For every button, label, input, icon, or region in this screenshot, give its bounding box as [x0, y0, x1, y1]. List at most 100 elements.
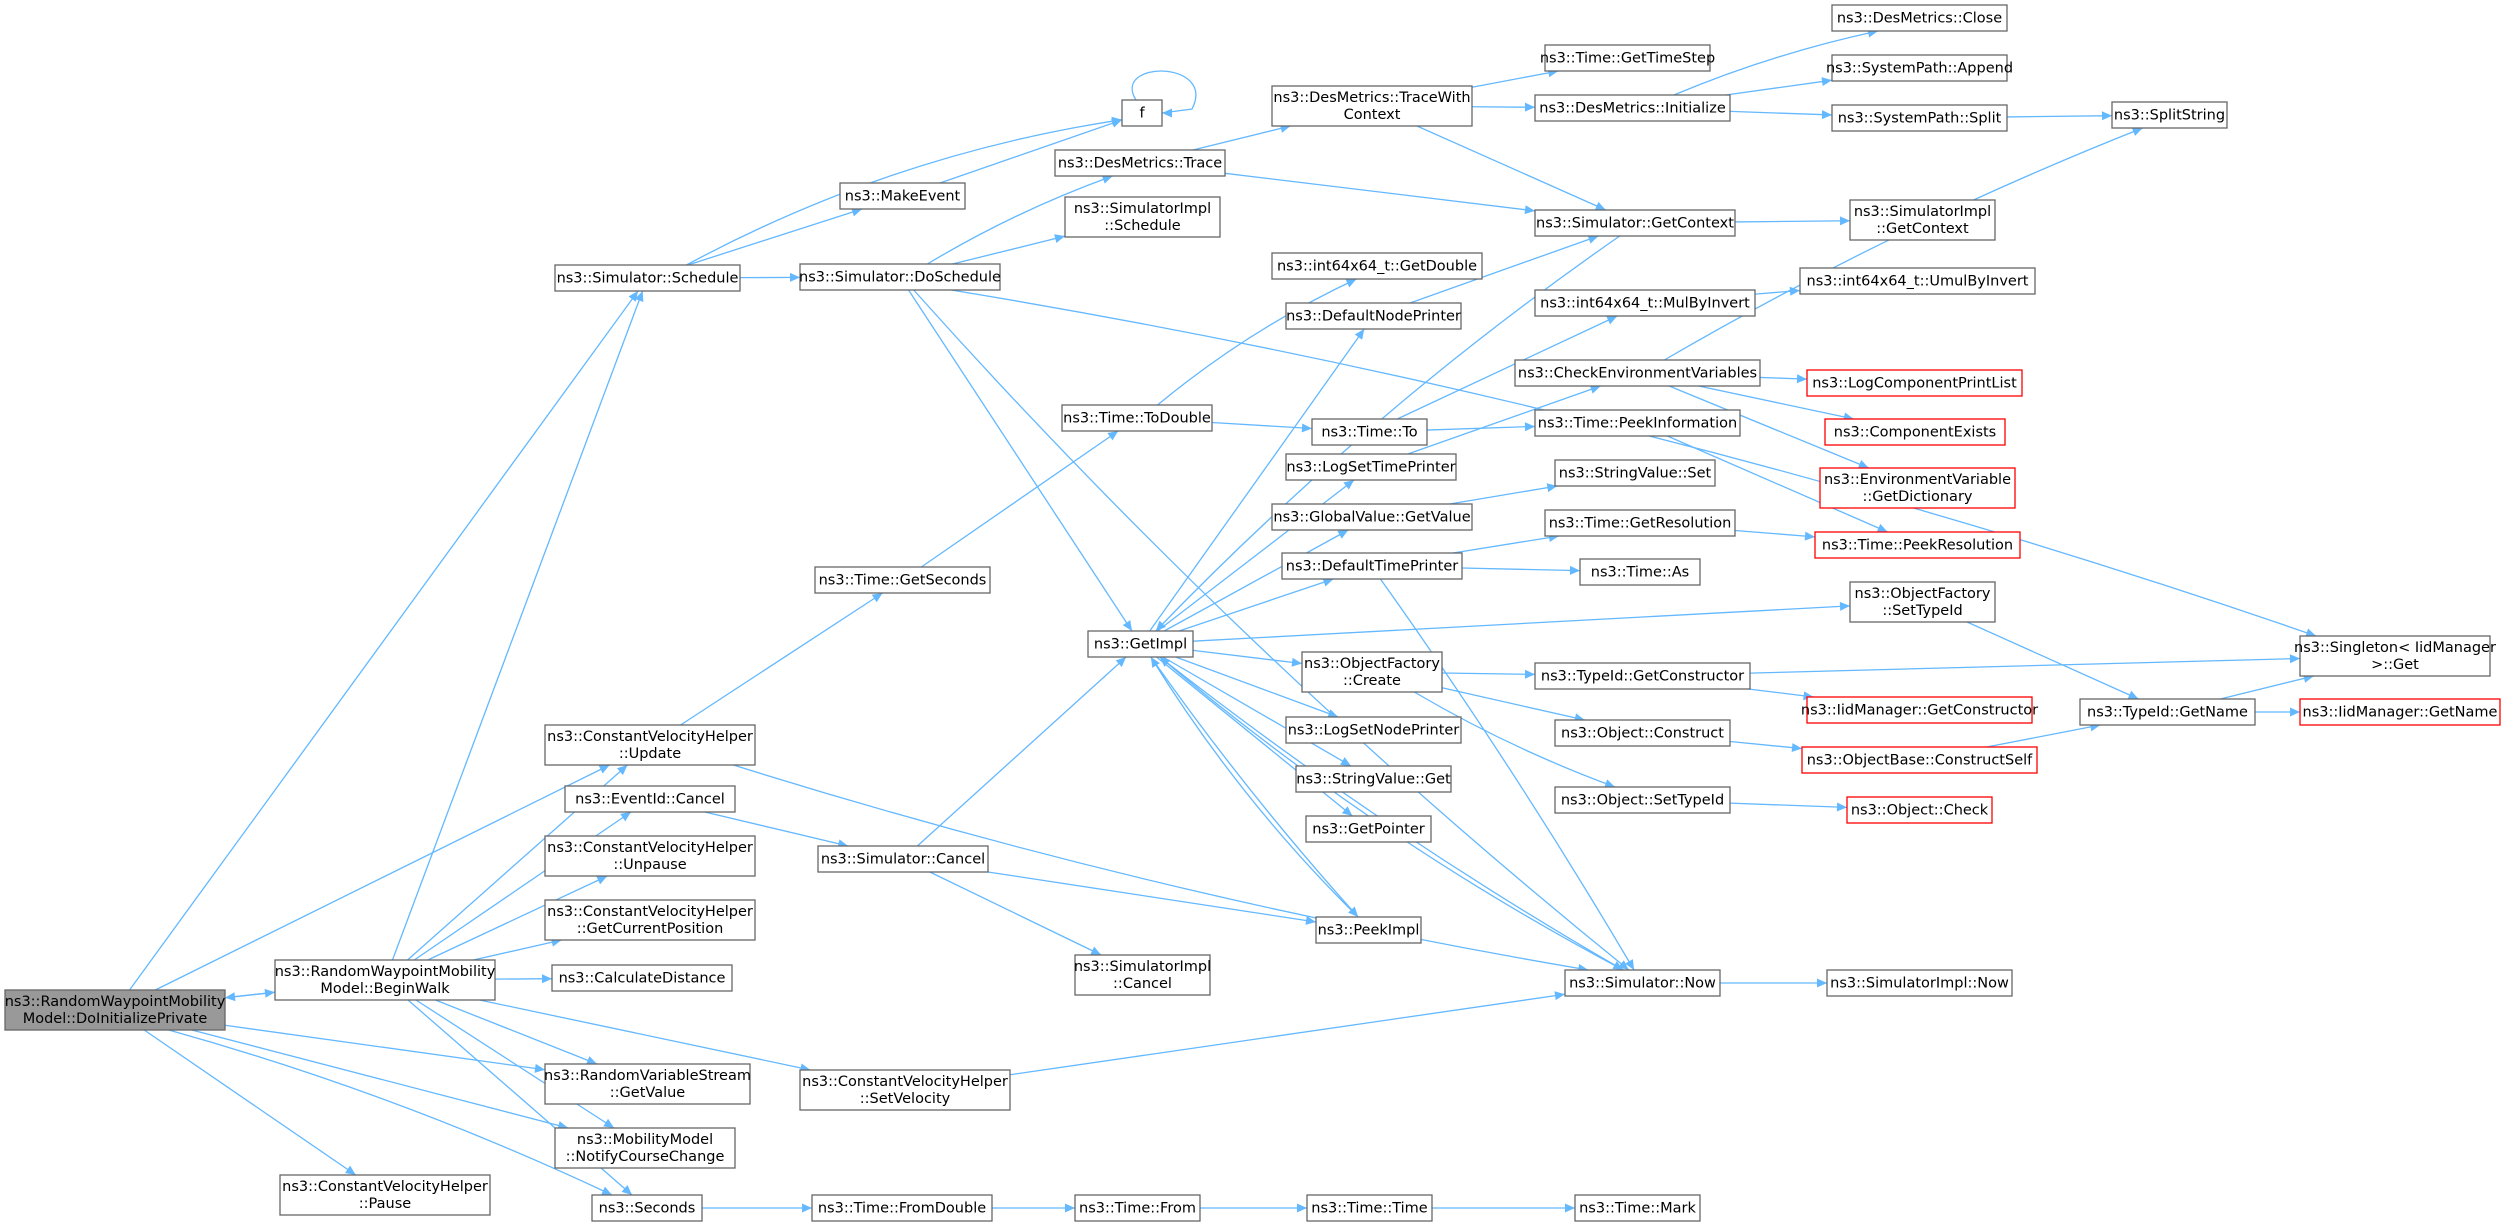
node-iidm-getname[interactable]: ns3::IidManager::GetName: [2299, 698, 2501, 726]
node-getcurpos[interactable]: ns3::ConstantVelocityHelper::GetCurrentP…: [544, 899, 756, 941]
node-logsetnodeprinter[interactable]: ns3::LogSetNodePrinter: [1285, 716, 1462, 744]
node-makeevent[interactable]: ns3::MakeEvent: [839, 182, 966, 210]
node-getimpl[interactable]: ns3::GetImpl: [1087, 630, 1194, 658]
node-sim-getcontext[interactable]: ns3::Simulator::GetContext: [1534, 209, 1736, 237]
node-box: [2299, 635, 2491, 677]
node-i64-getdouble[interactable]: ns3::int64x64_t::GetDouble: [1271, 252, 1483, 280]
node-doschedule[interactable]: ns3::Simulator::DoSchedule: [799, 263, 1001, 291]
edge-sim_cancel-to-si_cancel: [929, 871, 1102, 956]
node-sv-get[interactable]: ns3::StringValue::Get: [1295, 765, 1452, 793]
arrowhead-fromdouble-to-from: [1065, 1203, 1075, 1213]
node-of-settypeid[interactable]: ns3::ObjectFactory::SetTypeId: [1849, 581, 1996, 623]
node-time-to[interactable]: ns3::Time::To: [1311, 418, 1428, 446]
node-time-time[interactable]: ns3::Time::Time: [1306, 1194, 1433, 1222]
node-beginwalk[interactable]: ns3::RandomWaypointMobilityModel::BeginW…: [274, 959, 496, 1001]
node-label: ns3::StringValue::Set: [1559, 466, 1712, 482]
arrowhead-schedule-to-doschedule: [789, 272, 800, 282]
node-obj-settypeid[interactable]: ns3::Object::SetTypeId: [1554, 786, 1731, 814]
node-getpointer[interactable]: ns3::GetPointer: [1305, 815, 1432, 843]
node-peekimpl[interactable]: ns3::PeekImpl: [1315, 916, 1422, 944]
node-tid-getname[interactable]: ns3::TypeId::GetName: [2079, 698, 2256, 726]
node-sp-split[interactable]: ns3::SystemPath::Split: [1831, 104, 2008, 132]
node-box: [554, 1127, 736, 1169]
node-logsettimeprinter[interactable]: ns3::LogSetTimePrinter: [1285, 453, 1457, 481]
node-calcdist[interactable]: ns3::CalculateDistance: [551, 964, 733, 992]
node-envvar-getdict[interactable]: ns3::EnvironmentVariable::GetDictionary: [1819, 467, 2016, 509]
node-deftimeprinter[interactable]: ns3::DefaultTimePrinter: [1281, 552, 1463, 580]
node-label: ::GetDictionary: [1863, 489, 1973, 505]
arrowhead-beginwalk-to-notifycc: [603, 1118, 615, 1128]
node-singleton-get[interactable]: ns3::Singleton< IidManager >::Get: [2294, 635, 2496, 677]
node-compexists[interactable]: ns3::ComponentExists: [1824, 418, 2006, 446]
node-dm-close[interactable]: ns3::DesMetrics::Close: [1831, 4, 2008, 32]
node-box: [1831, 4, 2008, 32]
node-obj-construct[interactable]: ns3::Object::Construct: [1554, 719, 1731, 747]
node-box: [1846, 796, 1993, 824]
node-sv-set[interactable]: ns3::StringValue::Set: [1554, 459, 1716, 487]
node-getseconds[interactable]: ns3::Time::GetSeconds: [814, 566, 991, 594]
node-si-now[interactable]: ns3::SimulatorImpl::Now: [1826, 969, 2013, 997]
node-box: [1534, 94, 1731, 122]
node-label: ns3::ConstantVelocityHelper: [802, 1074, 1008, 1090]
node-si-schedule[interactable]: ns3::SimulatorImpl::Schedule: [1064, 196, 1221, 238]
node-f[interactable]: f: [1121, 99, 1163, 127]
node-rvs-getvalue[interactable]: ns3::RandomVariableStream::GetValue: [544, 1063, 751, 1105]
node-gv-getvalue[interactable]: ns3::GlobalValue::GetValue: [1271, 503, 1473, 531]
arrowhead-doschedule-to-dm_trace: [1101, 175, 1113, 184]
node-peekresolution[interactable]: ns3::Time::PeekResolution: [1814, 531, 2021, 559]
arrowhead-sim_cancel-to-getimpl: [1115, 657, 1127, 668]
node-eventid-cancel[interactable]: ns3::EventId::Cancel: [564, 785, 736, 813]
arrowhead-obj_construct-to-ob_constructself: [1791, 743, 1802, 753]
node-setvelocity[interactable]: ns3::ConstantVelocityHelper::SetVelocity: [799, 1069, 1011, 1111]
node-box: [1315, 916, 1422, 944]
edge-beginwalk-to-notifycc: [415, 999, 615, 1129]
arrowhead-tid_getname-to-iidm_getname: [2290, 707, 2300, 717]
edge-getimpl-to-gv_getvalue: [1163, 529, 1349, 632]
node-label: ::Schedule: [1104, 218, 1180, 234]
node-from[interactable]: ns3::Time::From: [1074, 1194, 1201, 1222]
edge-getimpl-to-peekimpl: [1150, 656, 1359, 918]
node-box: [1849, 199, 1996, 241]
edge-dm_trace-to-sim_getcontext: [1224, 172, 1536, 212]
node-mulbyinvert[interactable]: ns3::int64x64_t::MulByInvert: [1534, 289, 1756, 317]
node-sim-cancel[interactable]: ns3::Simulator::Cancel: [817, 845, 989, 873]
node-box: [1271, 252, 1483, 280]
node-getresolution[interactable]: ns3::Time::GetResolution: [1544, 509, 1736, 537]
node-peekinfo[interactable]: ns3::Time::PeekInformation: [1534, 409, 1741, 437]
node-unpause[interactable]: ns3::ConstantVelocityHelper::Unpause: [544, 835, 756, 877]
node-schedule[interactable]: ns3::Simulator::Schedule: [554, 264, 741, 292]
edge-ob_constructself-to-tid_getname: [1986, 724, 2101, 748]
node-of-create[interactable]: ns3::ObjectFactory::Create: [1301, 651, 1443, 693]
node-pause[interactable]: ns3::ConstantVelocityHelper::Pause: [279, 1174, 491, 1216]
node-iidm-getconstructor[interactable]: ns3::IidManager::GetConstructor: [1801, 696, 2038, 724]
node-si-cancel[interactable]: ns3::SimulatorImpl::Cancel: [1074, 954, 1211, 996]
node-fromdouble[interactable]: ns3::Time::FromDouble: [811, 1194, 993, 1222]
node-sp-append[interactable]: ns3::SystemPath::Append: [1826, 54, 2013, 82]
node-notifycc[interactable]: ns3::MobilityModel::NotifyCourseChange: [554, 1127, 736, 1169]
node-ob-constructself[interactable]: ns3::ObjectBase::ConstructSelf: [1801, 746, 2038, 774]
node-cvh-update[interactable]: ns3::ConstantVelocityHelper::Update: [544, 724, 756, 766]
node-umulbyinvert[interactable]: ns3::int64x64_t::UmulByInvert: [1799, 267, 2036, 295]
node-box: [544, 724, 756, 766]
node-time-as[interactable]: ns3::Time::As: [1579, 558, 1701, 586]
node-seconds[interactable]: ns3::Seconds: [591, 1194, 703, 1222]
node-tid-getconstructor[interactable]: ns3::TypeId::GetConstructor: [1534, 662, 1751, 690]
node-dm-trace[interactable]: ns3::DesMetrics::Trace: [1054, 149, 1226, 177]
node-logcompprintlist[interactable]: ns3::LogComponentPrintList: [1806, 369, 2023, 397]
node-todouble[interactable]: ns3::Time::ToDouble: [1061, 404, 1213, 432]
node-time-mark[interactable]: ns3::Time::Mark: [1574, 1194, 1701, 1222]
node-gettimestep[interactable]: ns3::Time::GetTimeStep: [1540, 44, 1715, 72]
node-sim-now[interactable]: ns3::Simulator::Now: [1564, 969, 1721, 997]
node-label: ::GetCurrentPosition: [577, 921, 724, 937]
node-obj-check[interactable]: ns3::Object::Check: [1846, 796, 1993, 824]
node-box: [1534, 209, 1736, 237]
node-si-getcontext[interactable]: ns3::SimulatorImpl::GetContext: [1849, 199, 1996, 241]
node-label: ns3::IidManager::GetName: [2303, 705, 2498, 721]
node-dm-init[interactable]: ns3::DesMetrics::Initialize: [1534, 94, 1731, 122]
edge-getresolution-to-peekresolution: [1734, 529, 1816, 538]
node-defnodeprinter[interactable]: ns3::DefaultNodePrinter: [1285, 302, 1462, 330]
node-root[interactable]: ns3::RandomWaypointMobilityModel::DoInit…: [4, 989, 226, 1031]
node-splitstring[interactable]: ns3::SplitString: [2111, 101, 2228, 129]
node-checkenv[interactable]: ns3::CheckEnvironmentVariables: [1514, 359, 1761, 387]
